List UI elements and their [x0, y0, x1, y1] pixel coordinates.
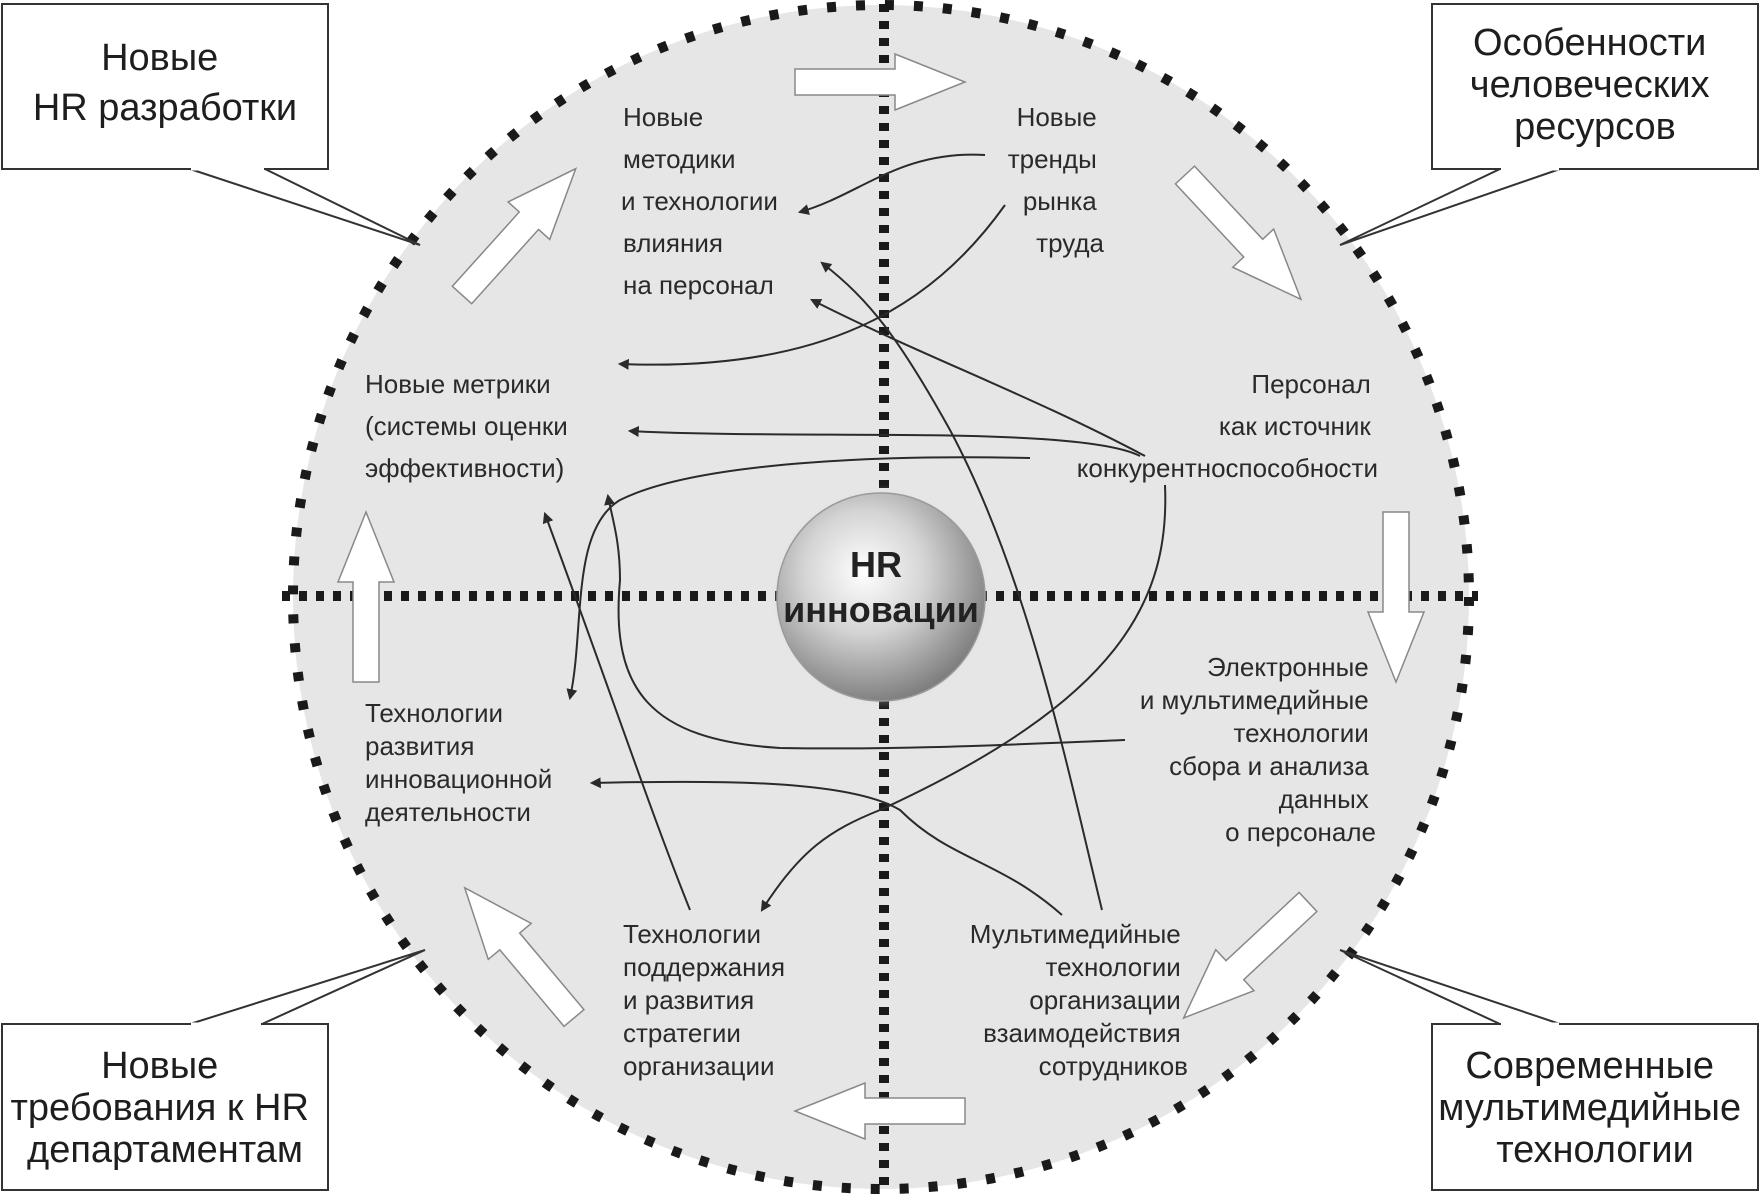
box-top-right-text: Особенности человеческих ресурсов [1470, 22, 1720, 148]
curve-multimedia-to-methods [820, 261, 1103, 911]
curve-trends-to-metrics [617, 204, 1006, 370]
center-text: HR инновации [783, 544, 979, 630]
arrow-upper-right-icon [1174, 165, 1303, 301]
callout-bottom-right [1339, 949, 1759, 1191]
flow-arrows [336, 52, 1426, 1141]
arrow-upper-left-icon [451, 167, 578, 305]
arrow-lower-left-icon [463, 886, 586, 1028]
callout-top-left [1, 3, 421, 246]
curve-staff-to-metrics [627, 425, 1141, 457]
node-multimedia: Мультимедийные технологии организации вз… [970, 919, 1188, 1081]
box-top-left-text: Новые HR разработки [33, 37, 297, 129]
arrow-left-up-icon [336, 509, 396, 683]
curve-strategy-to-metrics [542, 511, 691, 911]
center-sphere [776, 492, 986, 702]
curve-staff-to-strategy [760, 484, 1167, 912]
node-staff: Персонал как источник конкурентноспособн… [1077, 369, 1378, 483]
node-innovation: Технологии развития инновационной деятел… [365, 698, 560, 827]
connection-curves [542, 153, 1167, 916]
box-bottom-right-text: Современные мультимедийные технологии [1438, 1045, 1751, 1171]
node-electronic: Электронные и мультимедийные технологии … [1140, 652, 1376, 847]
node-strategy: Технологии поддержания и развития страте… [623, 919, 792, 1081]
main-circle-dotted-border [288, 0, 1474, 1194]
callout-bottom-left [1, 949, 426, 1191]
curve-trends-to-methods [797, 153, 986, 215]
curve-staff-to-innovation [566, 456, 1031, 701]
arrow-bottom-left-icon [792, 1081, 966, 1141]
callout-top-right [1339, 3, 1759, 246]
node-methods: Новые методики и технологии влияния на п… [621, 102, 785, 300]
node-metrics: Новые метрики (системы оценки эффективно… [365, 369, 575, 483]
curve-multimedia-to-innovation [589, 777, 1063, 916]
box-bottom-left-text: Новые требования к HR департаментам [10, 1045, 319, 1171]
node-trends: Новые тренды рынка труда [1008, 102, 1105, 258]
curve-electronic-to-metrics [604, 493, 1126, 750]
arrow-top-right-icon [794, 52, 968, 112]
curve-staff-to-methods [810, 299, 1146, 457]
arrow-lower-right-icon [1182, 891, 1318, 1020]
arrow-right-down-icon [1366, 511, 1426, 685]
